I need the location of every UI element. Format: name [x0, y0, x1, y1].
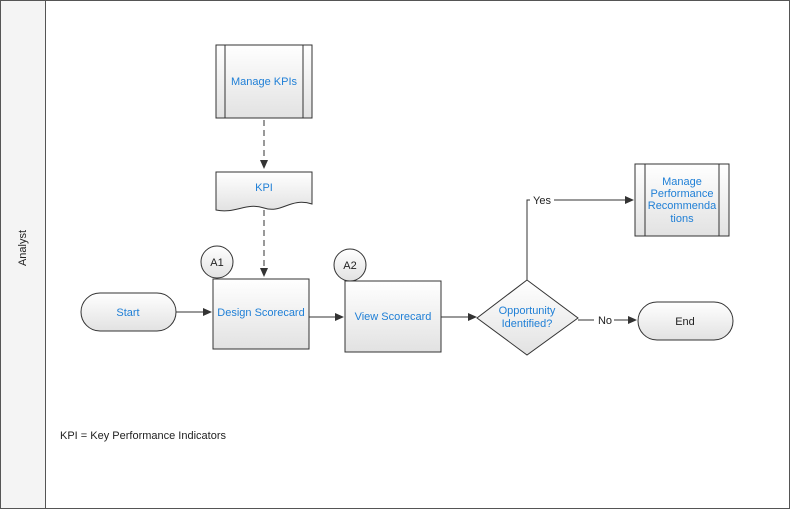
start-node[interactable]: Start — [80, 292, 177, 332]
marker-a2-label: A2 — [343, 260, 356, 272]
view-scorecard-label: View Scorecard — [355, 311, 432, 323]
design-scorecard-label: Design Scorecard — [217, 307, 304, 319]
manage-performance-line1: Manage — [662, 176, 702, 188]
marker-a2: A2 — [333, 248, 367, 282]
view-scorecard-node[interactable]: View Scorecard — [344, 280, 442, 353]
manage-performance-line4: tions — [670, 213, 694, 225]
swimlane-label: Analyst — [17, 230, 29, 266]
marker-a1: A1 — [200, 245, 234, 279]
end-label: End — [675, 316, 695, 328]
kpi-legend-note: KPI = Key Performance Indicators — [60, 430, 226, 442]
edge-label-yes: Yes — [533, 195, 551, 207]
opportunity-decision-node[interactable]: Opportunity Identified? — [476, 279, 579, 356]
manage-kpis-node[interactable]: Manage KPIs — [215, 44, 313, 119]
manage-performance-line3: Recommenda — [648, 200, 717, 212]
marker-a1-label: A1 — [210, 257, 223, 269]
edge-label-bg-no — [594, 313, 614, 326]
decision-label-line1: Opportunity — [499, 305, 556, 317]
kpi-document-node[interactable]: KPI — [215, 171, 313, 212]
manage-performance-node[interactable]: Manage Performance Recommenda tions — [634, 163, 730, 237]
end-node[interactable]: End — [637, 301, 734, 341]
swimlane-header — [0, 0, 46, 509]
design-scorecard-node[interactable]: Design Scorecard — [212, 278, 310, 350]
manage-performance-line2: Performance — [651, 188, 714, 200]
edge-label-bg-yes — [530, 193, 554, 206]
edge-label-no: No — [598, 315, 612, 327]
kpi-document-label: KPI — [255, 182, 273, 194]
start-label: Start — [116, 307, 139, 319]
edge-yes — [526, 196, 634, 280]
manage-kpis-label: Manage KPIs — [231, 76, 298, 88]
decision-label-line2: Identified? — [502, 318, 553, 330]
